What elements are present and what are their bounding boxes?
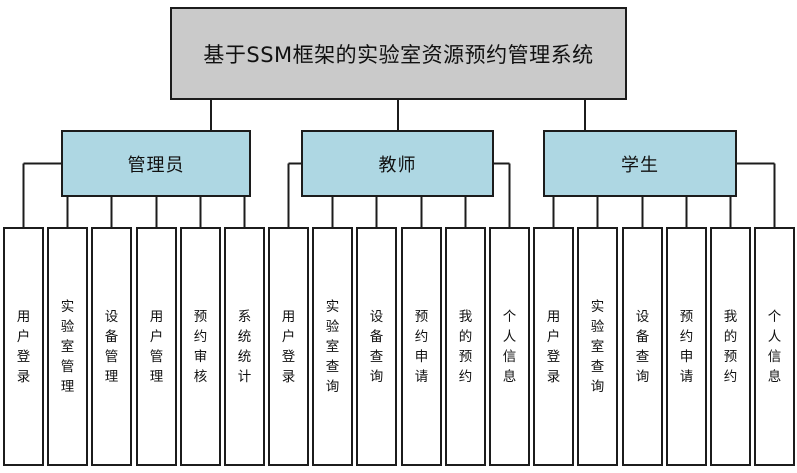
feature-node: 预 约 申 请 [401, 227, 442, 466]
feature-node: 设 备 查 询 [356, 227, 397, 466]
feature-node-label: 实 验 室 查 询 [590, 298, 605, 395]
feature-node-label: 我 的 预 约 [458, 308, 473, 385]
feature-node: 用 户 管 理 [136, 227, 177, 466]
feature-node: 实 验 室 查 询 [312, 227, 353, 466]
feature-node-label: 预 约 申 请 [414, 308, 429, 385]
feature-node: 个 人 信 息 [489, 227, 530, 466]
feature-node-label: 用 户 登 录 [546, 308, 561, 385]
feature-node-label: 个 人 信 息 [502, 308, 517, 385]
feature-node: 设 备 管 理 [91, 227, 132, 466]
feature-node-label: 个 人 信 息 [767, 308, 782, 385]
feature-node: 预 约 审 核 [180, 227, 221, 466]
feature-node: 系 统 统 计 [224, 227, 265, 466]
feature-node: 用 户 登 录 [3, 227, 44, 466]
feature-node-label: 实 验 室 管 理 [60, 298, 75, 395]
feature-node-label: 用 户 登 录 [16, 308, 31, 385]
feature-node: 预 约 申 请 [666, 227, 707, 466]
feature-node-label: 设 备 管 理 [104, 308, 119, 385]
root-node: 基于SSM框架的实验室资源预约管理系统 [170, 7, 627, 100]
feature-node: 我 的 预 约 [445, 227, 486, 466]
feature-node-label: 用 户 管 理 [149, 308, 164, 385]
root-node-label: 基于SSM框架的实验室资源预约管理系统 [203, 42, 594, 67]
group-node-admin: 管理员 [61, 130, 251, 197]
feature-node: 用 户 登 录 [268, 227, 309, 466]
feature-node: 我 的 预 约 [710, 227, 751, 466]
feature-node-label: 系 统 统 计 [237, 308, 252, 385]
feature-node-label: 我 的 预 约 [723, 308, 738, 385]
feature-node-label: 实 验 室 查 询 [325, 298, 340, 395]
group-node-label: 学生 [621, 154, 659, 176]
feature-node: 设 备 查 询 [622, 227, 663, 466]
feature-node: 个 人 信 息 [754, 227, 795, 466]
feature-node-label: 预 约 审 核 [193, 308, 208, 385]
group-node-teacher: 教师 [301, 130, 494, 197]
group-node-label: 管理员 [127, 154, 185, 176]
feature-node-label: 预 约 申 请 [679, 308, 694, 385]
feature-node: 实 验 室 管 理 [47, 227, 88, 466]
feature-node: 实 验 室 查 询 [577, 227, 618, 466]
feature-node-label: 用 户 登 录 [281, 308, 296, 385]
group-node-label: 教师 [378, 154, 417, 176]
feature-node-label: 设 备 查 询 [369, 308, 384, 385]
feature-node: 用 户 登 录 [533, 227, 574, 466]
feature-node-label: 设 备 查 询 [635, 308, 650, 385]
group-node-student: 学生 [543, 130, 737, 197]
